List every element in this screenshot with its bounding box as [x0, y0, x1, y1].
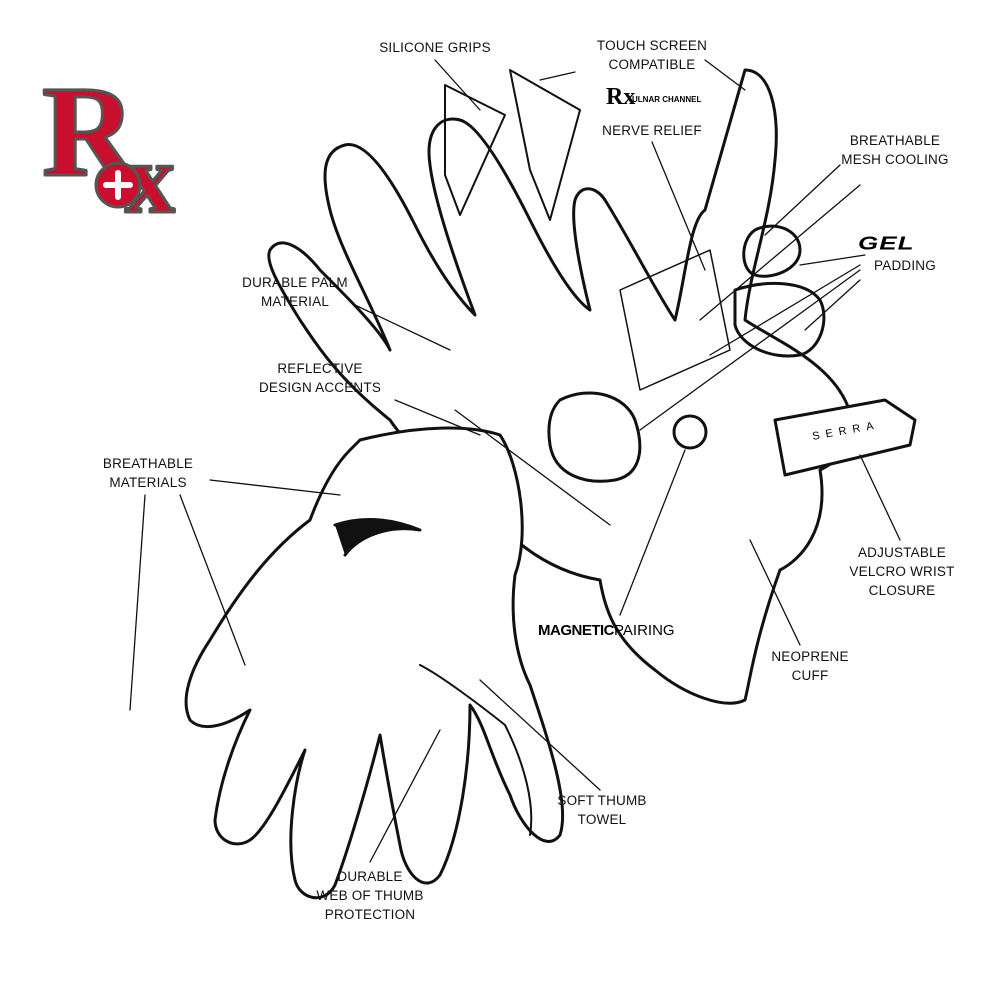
label-line: DURABLE — [337, 869, 403, 884]
label-line: CLOSURE — [868, 583, 936, 598]
label-nerve-relief: NERVE RELIEF — [602, 121, 702, 140]
label-line: PROTECTION — [324, 907, 416, 922]
label-reflective: REFLECTIVE DESIGN ACCENTS — [259, 359, 381, 397]
label-line: ADJUSTABLE — [857, 545, 947, 560]
label-line: SOFT THUMB — [557, 793, 647, 808]
label-line: MATERIALS — [109, 475, 187, 490]
label-line: COMPATIBLE — [608, 57, 696, 72]
label-line: BREATHABLE — [102, 456, 194, 471]
label-line: SILICONE GRIPS — [379, 40, 491, 55]
rx-small-logo: Rx — [606, 84, 636, 110]
label-line: TOWEL — [577, 812, 627, 827]
magnetic-bold: MAGNETIC — [538, 622, 615, 639]
label-line: MESH COOLING — [841, 152, 949, 167]
pairing-light: PAIRING — [614, 622, 675, 639]
label-line: PADDING — [874, 258, 936, 273]
label-line: MATERIAL — [260, 294, 330, 309]
ulnar-channel-text: ULNAR CHANNEL — [632, 95, 702, 104]
label-line: TOUCH SCREEN — [596, 38, 708, 53]
label-line: CUFF — [791, 668, 829, 683]
label-palm-material: DURABLE PALM MATERIAL — [242, 273, 348, 311]
label-neoprene-cuff: NEOPRENE CUFF — [771, 647, 848, 685]
back-glove — [184, 426, 565, 900]
svg-text:R: R — [42, 60, 138, 204]
label-magnetic-pairing: MAGNETICPAIRING — [538, 622, 675, 639]
rx-logo: R x — [41, 59, 177, 236]
label-line: NERVE RELIEF — [602, 123, 702, 138]
label-line: DURABLE PALM — [242, 275, 348, 290]
label-line: BREATHABLE — [849, 133, 941, 148]
label-mesh-cooling: BREATHABLE MESH COOLING — [841, 131, 948, 169]
label-touch-screen: TOUCH SCREEN COMPATIBLE — [597, 36, 707, 74]
label-line: WEB OF THUMB — [316, 888, 424, 903]
label-line: NEOPRENE — [771, 649, 849, 664]
leader-lines — [129, 59, 901, 863]
label-web-of-thumb: DURABLE WEB OF THUMB PROTECTION — [316, 867, 423, 924]
label-padding: PADDING — [874, 256, 936, 275]
label-thumb-towel: SOFT THUMB TOWEL — [557, 791, 646, 829]
label-line: DESIGN ACCENTS — [258, 380, 382, 395]
label-line: REFLECTIVE — [277, 361, 363, 376]
label-breathable-materials: BREATHABLE MATERIALS — [103, 454, 193, 492]
label-line: VELCRO WRIST — [849, 564, 955, 579]
palm-glove — [267, 68, 917, 705]
label-silicone-grips: SILICONE GRIPS — [379, 38, 491, 57]
label-velcro-closure: ADJUSTABLE VELCRO WRIST CLOSURE — [849, 543, 954, 600]
gel-logo: GEL — [858, 232, 915, 254]
